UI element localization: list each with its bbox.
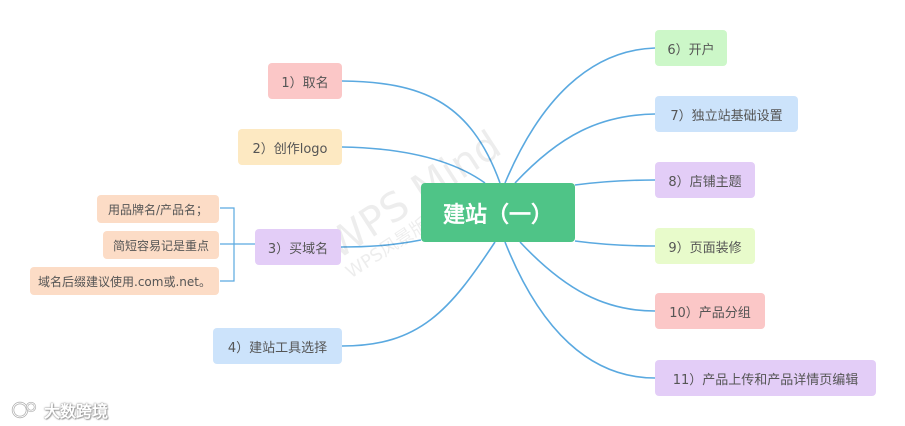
subtopic-short-memorable[interactable]: 简短容易记是重点 xyxy=(103,231,219,259)
subtopic-domain-suffix[interactable]: 域名后缀建议使用.com或.net。 xyxy=(30,267,219,295)
link-product-group xyxy=(519,241,656,312)
link-open-account xyxy=(504,47,656,184)
link-product-upload xyxy=(504,241,656,379)
link-store-theme xyxy=(574,179,656,186)
topic-site-builder[interactable]: 4）建站工具选择 xyxy=(213,328,342,364)
link-naming xyxy=(341,80,501,184)
topic-basic-settings[interactable]: 7）独立站基础设置 xyxy=(655,96,798,132)
link-create-logo xyxy=(341,146,486,184)
logo-icon xyxy=(11,401,37,419)
brand-logo: 大数跨境 xyxy=(10,398,108,422)
logo-text: 大数跨境 xyxy=(44,402,109,421)
topic-open-account[interactable]: 6）开户 xyxy=(655,30,727,66)
topic-naming[interactable]: 1）取名 xyxy=(268,63,342,99)
topic-product-group[interactable]: 10）产品分组 xyxy=(655,293,765,329)
sub-bracket xyxy=(220,207,256,282)
link-site-builder xyxy=(341,241,496,347)
central-topic[interactable]: 建站（一） xyxy=(421,183,575,242)
link-page-decoration xyxy=(574,240,656,247)
topic-buy-domain[interactable]: 3）买域名 xyxy=(255,229,341,265)
topic-create-logo[interactable]: 2）创作logo xyxy=(238,129,342,165)
subtopic-brand-name[interactable]: 用品牌名/产品名； xyxy=(97,195,219,223)
link-buy-domain xyxy=(340,239,422,248)
topic-product-upload[interactable]: 11）产品上传和产品详情页编辑 xyxy=(655,360,876,396)
link-basic-settings xyxy=(514,113,656,184)
topic-page-decoration[interactable]: 9）页面装修 xyxy=(655,228,755,264)
topic-store-theme[interactable]: 8）店铺主题 xyxy=(655,162,755,198)
